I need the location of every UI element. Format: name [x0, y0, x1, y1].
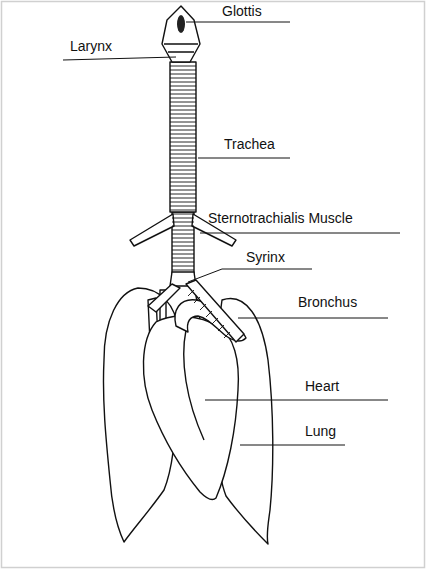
- leader-line: [186, 22, 290, 23]
- part-label: Trachea: [224, 136, 275, 152]
- heart-detail: [184, 330, 204, 440]
- tracheal-rings: [170, 66, 196, 270]
- part-label: Syrinx: [246, 249, 285, 265]
- left-bronchus: [148, 284, 180, 312]
- part-label: Sternotrachialis Muscle: [208, 210, 353, 226]
- trachea-lower: [172, 212, 194, 274]
- part-label: Larynx: [70, 38, 112, 54]
- muscle-left: [130, 214, 174, 246]
- leader-line: [240, 445, 345, 446]
- part-label: Heart: [305, 378, 339, 394]
- leader-line: [238, 318, 388, 319]
- bronchus-rings: [188, 290, 230, 338]
- larynx: [162, 6, 200, 62]
- part-label: Glottis: [222, 3, 262, 19]
- leader-line: [63, 57, 176, 60]
- bronchus-ring-lines: [188, 290, 230, 338]
- leader-lines: [63, 22, 400, 445]
- part-label: Lung: [305, 423, 336, 439]
- part-label: Bronchus: [298, 294, 357, 310]
- ring-lines: [170, 66, 196, 270]
- trachea: [170, 62, 196, 212]
- larynx-detail: [164, 44, 198, 52]
- glottis-slit: [177, 15, 185, 33]
- heart: [143, 316, 238, 499]
- leader-line: [198, 158, 290, 159]
- leader-line: [188, 269, 312, 282]
- leader-line: [200, 233, 400, 234]
- right-bronchus: [186, 280, 244, 342]
- leader-line: [205, 400, 388, 401]
